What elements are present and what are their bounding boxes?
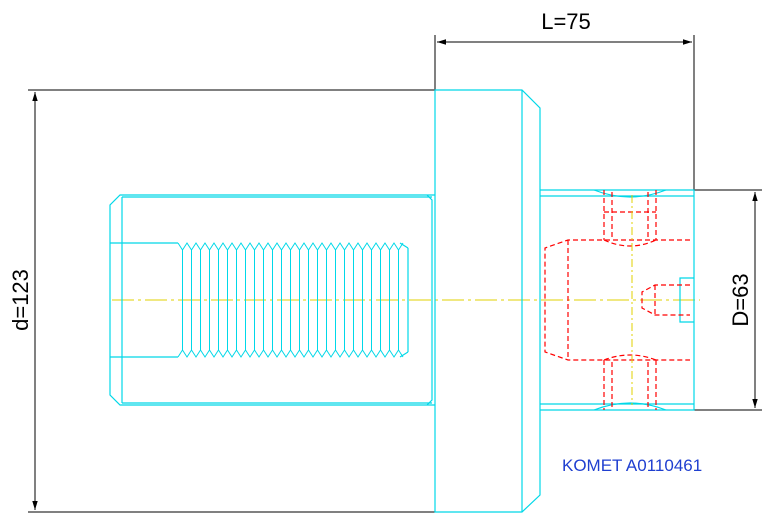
- thread: [177, 242, 404, 358]
- lower-screw-hole: [603, 360, 657, 410]
- dimension-lines: [28, 35, 762, 513]
- thread-profile: [177, 349, 404, 358]
- length-label: L=75: [541, 9, 591, 34]
- reference-label: KOMET A0110461: [562, 456, 702, 475]
- left-shank: [109, 194, 435, 406]
- flange: [434, 89, 541, 513]
- small-diameter-label: D=63: [728, 273, 753, 326]
- upper-screw-hole: [603, 190, 657, 240]
- axial-drill: [641, 284, 690, 316]
- large-diameter-label: d=123: [8, 269, 33, 331]
- right-body: [540, 189, 695, 411]
- hidden-lines: [544, 190, 690, 410]
- thread-profile: [177, 242, 404, 251]
- part-outline: [109, 89, 695, 513]
